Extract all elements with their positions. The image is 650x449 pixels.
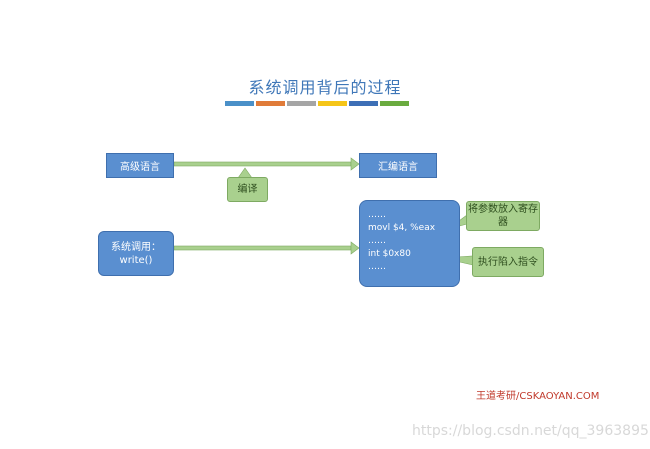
syscall-arrow-shaft — [173, 245, 352, 251]
title-bar-segment — [225, 101, 254, 106]
title-bar-segment — [318, 101, 347, 106]
syscall-label: 系统调用： — [111, 241, 161, 253]
title-bar-segment — [349, 101, 378, 106]
syscall-arrow-head — [350, 241, 360, 255]
title-bar-segment — [287, 101, 316, 106]
code-line: …… — [368, 262, 386, 272]
url-watermark: https://blog.csdn.net/qq_39638957 — [412, 423, 650, 439]
execute-trap-callout: 执行陷入指令 — [472, 247, 544, 277]
high-level-language-box: 高级语言 — [106, 153, 174, 178]
code-line: …… — [368, 236, 386, 246]
compile-callout: 编译 — [227, 177, 268, 202]
brand-watermark: 王道考研/CSKAOYAN.COM — [476, 391, 600, 402]
diagram-title: 系统调用背后的过程 — [248, 78, 402, 97]
title-bar-segment — [380, 101, 409, 106]
syscall-function: write() — [119, 254, 153, 266]
compile-arrow-shaft — [173, 161, 352, 167]
assembly-language-box: 汇编语言 — [359, 153, 437, 178]
code-line: …… — [368, 210, 386, 220]
put-params-callout: 将参数放入寄存器 — [466, 201, 540, 231]
compile-arrow-head — [350, 157, 360, 171]
assembly-code-box: …… movl $4, %eax …… int $0x80 …… — [359, 200, 460, 287]
syscall-box: 系统调用： write() — [98, 231, 174, 276]
code-line: movl $4, %eax — [368, 223, 436, 233]
code-line: int $0x80 — [368, 249, 411, 259]
title-bar-segment — [256, 101, 285, 106]
